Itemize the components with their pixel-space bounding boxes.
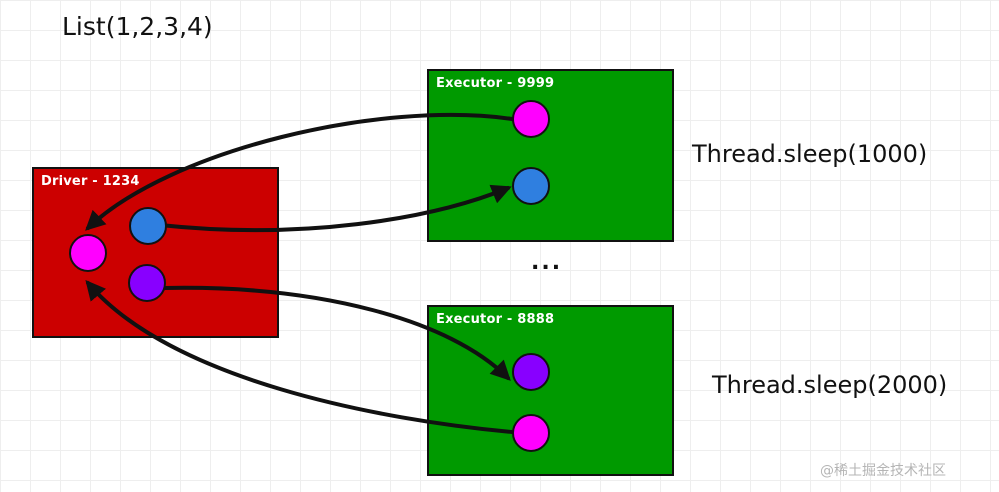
- driver-blue-circle: [129, 207, 167, 245]
- executor-1-note: Thread.sleep(1000): [692, 140, 928, 168]
- exec1-magenta-circle: [512, 100, 550, 138]
- executor-2-note: Thread.sleep(2000): [712, 371, 948, 399]
- driver-magenta-circle: [69, 234, 107, 272]
- driver-label: Driver - 1234: [41, 174, 140, 189]
- executor-2-label: Executor - 8888: [436, 312, 555, 327]
- ellipsis: ...: [531, 250, 563, 275]
- exec2-purple-circle: [512, 353, 550, 391]
- arrow-driver-to-exec2: [163, 285, 511, 381]
- exec2-magenta-circle: [512, 414, 550, 452]
- watermark: @稀土掘金技术社区: [820, 463, 946, 479]
- executor-1-label: Executor - 9999: [436, 76, 555, 91]
- executor-box-1: Executor - 9999: [427, 69, 674, 242]
- title-list: List(1,2,3,4): [62, 12, 213, 41]
- executor-box-2: Executor - 8888: [427, 305, 674, 476]
- arrow-exec2-to-driver: [85, 279, 514, 434]
- driver-purple-circle: [128, 264, 166, 302]
- arrow-driver-to-exec1: [158, 184, 512, 233]
- exec1-blue-circle: [512, 167, 550, 205]
- arrow-exec1-to-driver: [85, 112, 514, 231]
